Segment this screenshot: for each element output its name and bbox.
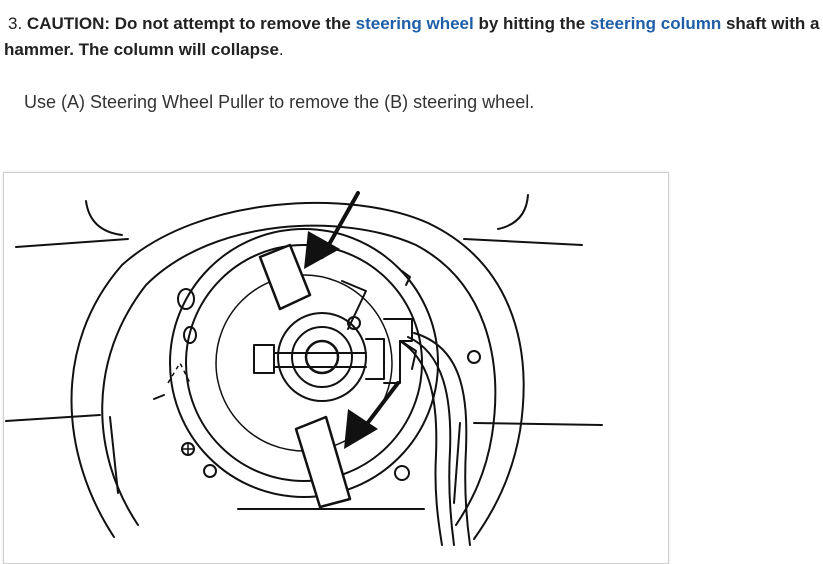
connector-latch [403,342,417,370]
caution-text-mid: by hitting the [478,14,586,33]
left-recess-edge [109,416,119,494]
left-spoke-lower [5,414,101,422]
ring-tab-upper-right [401,270,411,286]
steering-shaft [304,339,340,375]
mount-hole-left [183,326,197,344]
shaft-nut-inner [291,326,353,388]
hub-housing-inner [101,224,497,526]
right-spoke-upper [463,238,583,246]
right-recess-edge [453,422,461,504]
retainer-left-tab [253,344,275,374]
hub-housing-outer [70,201,525,540]
clockspring-outer-ring [169,228,439,498]
ring-tab-left [153,394,165,400]
left-spoke-upper [15,238,129,248]
steering-wheel-link[interactable]: steering wheel [355,14,474,33]
connector-housing [383,318,413,384]
mount-hole-upper-left [177,288,195,310]
mount-hole-center [347,316,361,330]
retainer-bar [273,352,367,368]
harness-wire-1 [407,336,455,546]
mount-hole-lower-left [203,464,217,478]
left-grip-curve [85,200,123,236]
caution-paragraph: 3. CAUTION: Do not attempt to remove the… [4,11,820,63]
mount-hole-right [467,350,481,364]
instruction-text: Use (A) Steering Wheel Puller to remove … [24,92,535,112]
mount-hole-lower-right [394,465,410,481]
right-spoke-lower [473,422,603,426]
puller-jaw-upper [258,243,312,311]
harness-wire-3 [413,332,471,546]
retainer-right-tab [365,338,385,380]
steering-column-link[interactable]: steering column [589,14,722,33]
screw-slot [181,442,195,456]
caution-text-before: Do not attempt to remove the [114,14,351,33]
arrow-lower-head [344,409,378,449]
steering-wheel-diagram [3,172,669,564]
harness-wire-2 [399,340,443,546]
caution-label: CAUTION: [26,14,111,33]
step-number: 3. [8,14,23,33]
caution-period: . [278,40,284,59]
right-grip-curve [497,194,529,230]
arrow-upper-head [304,231,340,269]
diagram-illustration [5,191,603,546]
caution-text-after: shaft with a hammer. The column will col… [4,14,820,59]
rotor-notch [341,280,367,330]
shaft-nut-outer [277,312,367,402]
puller-jaw-lower [294,415,352,509]
